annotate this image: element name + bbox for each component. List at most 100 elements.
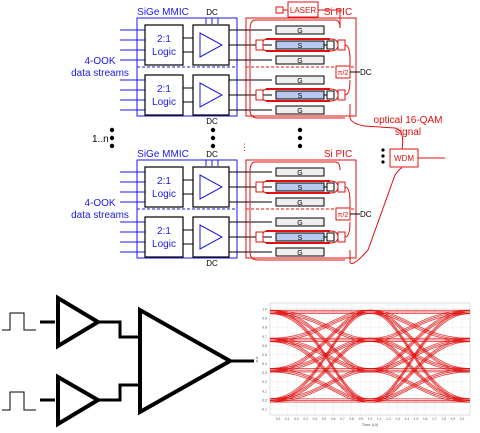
eye-x-tick: 2.0 bbox=[460, 417, 465, 421]
eye-x-tick: 1.6 bbox=[423, 417, 428, 421]
eye-x-tick: 0.1 bbox=[285, 417, 290, 421]
logic-label: 2:1 bbox=[157, 34, 171, 45]
eye-ylabel: a.u. bbox=[254, 356, 259, 363]
ground-electrode-label: G bbox=[297, 200, 302, 207]
eye-trace bbox=[269, 313, 471, 403]
eye-y-tick: 0.5 bbox=[262, 353, 267, 357]
signal-electrode-label: S bbox=[298, 185, 303, 192]
driver-box bbox=[192, 216, 230, 258]
eye-trace bbox=[269, 313, 471, 343]
signal-electrode-label: S bbox=[298, 43, 303, 50]
logic-label: 2:1 bbox=[157, 176, 171, 187]
driver-triangle bbox=[199, 82, 224, 108]
ground-electrode bbox=[275, 25, 325, 35]
termination bbox=[326, 182, 335, 192]
svg-text:4-OOK: 4-OOK bbox=[84, 198, 115, 209]
termination bbox=[326, 90, 335, 100]
ground-electrode bbox=[275, 55, 325, 65]
termination bbox=[326, 40, 335, 50]
wdm-combiner: WDM optical 16-QAM signal bbox=[349, 104, 445, 264]
eye-y-tick: 0.4 bbox=[262, 362, 267, 366]
pi2-label: π/2 bbox=[338, 212, 349, 219]
phase-heater bbox=[255, 231, 264, 243]
eye-y-tick: 0.7 bbox=[262, 335, 267, 339]
driver-triangle bbox=[199, 174, 224, 200]
eye-y-tick: 0.2 bbox=[262, 380, 267, 384]
iq-combiner bbox=[344, 44, 351, 96]
eye-y-tick: 0.0 bbox=[262, 398, 267, 402]
svg-text:data streams: data streams bbox=[71, 68, 129, 79]
logic-label: Logic bbox=[152, 97, 176, 108]
eye-y-tick: 0.9 bbox=[262, 317, 267, 321]
data-streams-label-top: 4-OOK data streams bbox=[71, 56, 129, 79]
amp-triangle-bottom bbox=[56, 373, 102, 428]
eye-x-tick: 0.4 bbox=[313, 417, 318, 421]
phase-heater bbox=[255, 39, 264, 51]
amp-triangle-main bbox=[138, 306, 235, 416]
logic-label: Logic bbox=[152, 47, 176, 58]
laser-feed bbox=[249, 161, 345, 261]
amplifier-schematic bbox=[2, 294, 254, 428]
eye-x-tick: 1.9 bbox=[451, 417, 456, 421]
logic-box bbox=[144, 166, 184, 208]
phase-heater bbox=[255, 89, 264, 101]
eye-x-tick: 1.0 bbox=[368, 417, 373, 421]
ground-electrode-label: G bbox=[297, 108, 302, 115]
ground-electrode bbox=[275, 247, 325, 257]
eye-x-tick: 1.4 bbox=[405, 417, 410, 421]
driver-triangle bbox=[199, 32, 224, 58]
amp-triangle-top bbox=[56, 294, 102, 350]
mmic-label: SiGe MMIC bbox=[137, 149, 189, 160]
logic-box bbox=[144, 216, 184, 258]
ground-electrode-label: G bbox=[297, 28, 302, 35]
eye-x-tick: 0.0 bbox=[276, 417, 281, 421]
eye-y-tick: 0.8 bbox=[262, 326, 267, 330]
ground-electrode-label: G bbox=[297, 220, 302, 227]
eye-y-tick: 1.0 bbox=[262, 308, 267, 312]
driver-box bbox=[192, 166, 230, 208]
phase-heater bbox=[337, 89, 346, 101]
ground-electrode bbox=[275, 75, 325, 85]
eye-x-tick: 0.7 bbox=[340, 417, 345, 421]
eye-trace bbox=[269, 311, 471, 401]
dc-label-top: DC bbox=[206, 150, 218, 159]
eye-trace bbox=[269, 311, 471, 341]
ellipsis-dots bbox=[109, 127, 385, 164]
ground-electrode bbox=[275, 167, 325, 177]
logic-label: Logic bbox=[152, 239, 176, 250]
ground-electrode-label: G bbox=[297, 78, 302, 85]
eye-diagram: 1.00.90.80.70.60.50.40.30.20.10.0-0.10.0… bbox=[254, 302, 471, 427]
eye-xlabel: Time (UI) bbox=[362, 422, 379, 427]
ground-electrode bbox=[275, 105, 325, 115]
eye-x-tick: 1.8 bbox=[441, 417, 446, 421]
eye-y-tick: 0.3 bbox=[262, 371, 267, 375]
driver-box bbox=[192, 24, 230, 66]
logic-box bbox=[144, 24, 184, 66]
logic-box bbox=[144, 74, 184, 116]
pic-label: Si PIC bbox=[324, 149, 352, 160]
phase-heater bbox=[337, 39, 346, 51]
signal-electrode-label: S bbox=[298, 235, 303, 242]
pulse-icon-top bbox=[2, 312, 36, 331]
eye-x-tick: 1.2 bbox=[386, 417, 391, 421]
laser-source: LASER bbox=[275, 1, 341, 28]
ground-electrode bbox=[275, 197, 325, 207]
logic-label: Logic bbox=[152, 189, 176, 200]
ground-electrode-label: G bbox=[297, 58, 302, 65]
eye-x-tick: 1.7 bbox=[432, 417, 437, 421]
eye-trace bbox=[269, 309, 471, 370]
eye-trace bbox=[269, 313, 471, 373]
svg-text:data streams: data streams bbox=[71, 210, 129, 221]
signal-electrode-label: S bbox=[298, 93, 303, 100]
ground-electrode-label: G bbox=[297, 170, 302, 177]
iq-combiner bbox=[344, 186, 351, 238]
logic-label: 2:1 bbox=[157, 84, 171, 95]
signal-label-line1: optical 16-QAM bbox=[374, 115, 443, 126]
eye-y-tick: 0.6 bbox=[262, 344, 267, 348]
eye-trace bbox=[269, 309, 471, 339]
mmic-label: SiGe MMIC bbox=[137, 7, 189, 18]
laser-feed bbox=[249, 19, 345, 119]
eye-x-tick: 0.6 bbox=[331, 417, 336, 421]
